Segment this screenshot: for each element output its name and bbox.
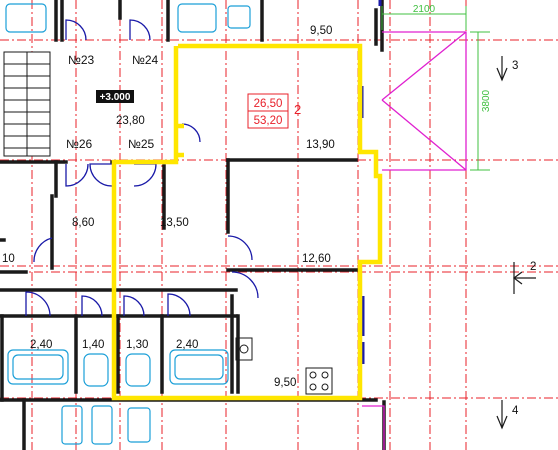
height-dimension: 3800 [481, 89, 492, 112]
level-mark: +3.000 [100, 92, 131, 103]
total-area: 53,20 [254, 115, 283, 127]
apartment-number-23: №23 [68, 53, 95, 67]
room-area-hall: 23,80 [116, 115, 145, 127]
room-area-upper: 9,50 [310, 25, 332, 37]
axis-markers [496, 56, 536, 430]
room-area-kitchen: 9,50 [274, 377, 296, 389]
apartment-number-24: №24 [132, 53, 159, 67]
room-area-living: 13,90 [306, 139, 335, 151]
apartment-area-tag [247, 93, 289, 129]
room-area-left-cut: 10 [2, 253, 15, 265]
bath-fixtures [7, 349, 229, 387]
axis-label-3: 3 [512, 60, 518, 72]
apartment-number-25: №25 [128, 137, 155, 151]
room-count: 2 [294, 102, 301, 117]
room-area-bedroom-left: 8,60 [72, 217, 94, 229]
level-mark-box [96, 90, 134, 103]
room-area-bath-4: 2,40 [176, 339, 198, 351]
width-dimension: 2100 [413, 4, 436, 15]
room-area-bath-2: 1,40 [82, 339, 104, 351]
room-area-bath-3: 1,30 [126, 339, 148, 351]
staircase [3, 51, 51, 157]
dimension-lines [381, 6, 490, 171]
room-area-bedroom-right: 12,60 [302, 253, 331, 265]
axis-label-4: 4 [512, 405, 519, 417]
axis-label-2: 2 [530, 261, 536, 273]
living-area: 26,50 [254, 98, 283, 110]
windows [360, 0, 382, 364]
apartment-number-26: №26 [66, 137, 93, 151]
room-area-bedroom-mid: 13,50 [160, 217, 189, 229]
balcony [362, 31, 467, 450]
kitchen-fixtures [235, 337, 333, 395]
walls [0, 0, 386, 450]
upper-fixtures [5, 3, 251, 445]
room-area-bath-1: 2,40 [30, 339, 52, 351]
apartment-outline [111, 43, 383, 401]
door-swings [25, 19, 259, 317]
